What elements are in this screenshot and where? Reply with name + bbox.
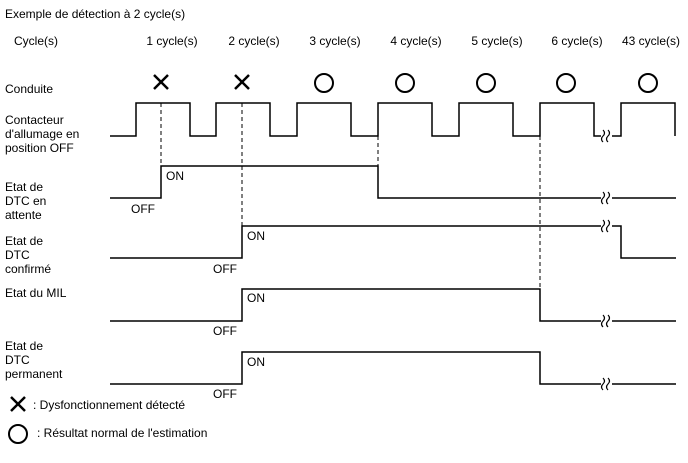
break-mark-permanent bbox=[600, 377, 611, 391]
cycle-label-1: 1 cycle(s) bbox=[146, 34, 197, 48]
legend-normal-text: : Résultat normal de l'estimation bbox=[37, 426, 207, 440]
mil-waveform bbox=[110, 288, 601, 322]
row-label-pending-1: Etat de bbox=[5, 180, 43, 194]
break-mark-pending bbox=[600, 191, 611, 205]
legend-malfunction-text: : Dysfonctionnement détecté bbox=[33, 398, 185, 412]
legend-normal-icon bbox=[8, 424, 28, 444]
confirmed-dtc-waveform-tail bbox=[612, 225, 676, 259]
cycle-label-6: 6 cycle(s) bbox=[551, 34, 602, 48]
row-label-permanent-3: permanent bbox=[5, 367, 63, 381]
normal-marker bbox=[476, 73, 496, 93]
diagram-title: Exemple de détection à 2 cycle(s) bbox=[5, 7, 185, 21]
drive-markers bbox=[153, 73, 658, 93]
row-label-drive: Conduite bbox=[5, 82, 53, 96]
legend-malfunction-icon bbox=[10, 396, 26, 412]
confirmed-dtc-waveform bbox=[110, 225, 601, 259]
state-labels: ON OFF ON OFF ON OFF ON OFF bbox=[131, 169, 265, 401]
cycle-label-3: 3 cycle(s) bbox=[309, 34, 360, 48]
mil-off-label: OFF bbox=[213, 324, 237, 338]
row-label-permanent-2: DTC bbox=[5, 353, 30, 367]
row-label-permanent-1: Etat de bbox=[5, 339, 43, 353]
row-label-confirmed-1: Etat de bbox=[5, 234, 43, 248]
normal-marker bbox=[638, 73, 658, 93]
cycle-label-5: 5 cycle(s) bbox=[471, 34, 522, 48]
malfunction-marker bbox=[153, 74, 169, 90]
row-label-pending-3: attente bbox=[5, 208, 42, 222]
row-label-ignition-3: position OFF bbox=[5, 141, 74, 155]
ignition-waveform-tail bbox=[612, 102, 676, 137]
permanent-dtc-waveform bbox=[110, 351, 601, 385]
pending-on-label: ON bbox=[166, 169, 184, 183]
confirmed-off-label: OFF bbox=[213, 262, 237, 276]
cycle-labels: 1 cycle(s) 2 cycle(s) 3 cycle(s) 4 cycle… bbox=[146, 34, 680, 48]
row-label-confirmed-3: confirmé bbox=[5, 262, 51, 276]
normal-marker bbox=[556, 73, 576, 93]
pending-dtc-waveform bbox=[110, 165, 601, 199]
break-mark-ignition bbox=[600, 129, 611, 143]
legend: : Dysfonctionnement détecté : Résultat n… bbox=[8, 396, 207, 444]
malfunction-marker bbox=[234, 74, 250, 90]
break-marks bbox=[600, 129, 611, 391]
break-mark-confirmed bbox=[600, 219, 611, 233]
row-label-mil: Etat du MIL bbox=[5, 286, 67, 300]
mil-on-label: ON bbox=[247, 291, 265, 305]
cycle-label-4: 4 cycle(s) bbox=[390, 34, 441, 48]
normal-marker bbox=[395, 73, 415, 93]
cycles-header: Cycle(s) bbox=[14, 34, 58, 48]
row-label-ignition-2: d'allumage en bbox=[5, 127, 79, 141]
ignition-waveform bbox=[110, 102, 601, 137]
cycle-label-43: 43 cycle(s) bbox=[622, 34, 680, 48]
cycle-label-2: 2 cycle(s) bbox=[228, 34, 279, 48]
normal-marker bbox=[314, 73, 334, 93]
break-mark-mil bbox=[600, 314, 611, 328]
row-label-confirmed-2: DTC bbox=[5, 248, 30, 262]
row-label-ignition-1: Contacteur bbox=[5, 113, 64, 127]
confirmed-on-label: ON bbox=[247, 229, 265, 243]
permanent-off-label: OFF bbox=[213, 387, 237, 401]
row-labels: Conduite Contacteur d'allumage en positi… bbox=[5, 82, 79, 381]
pending-off-label: OFF bbox=[131, 202, 155, 216]
permanent-on-label: ON bbox=[247, 355, 265, 369]
row-label-pending-2: DTC en bbox=[5, 194, 46, 208]
